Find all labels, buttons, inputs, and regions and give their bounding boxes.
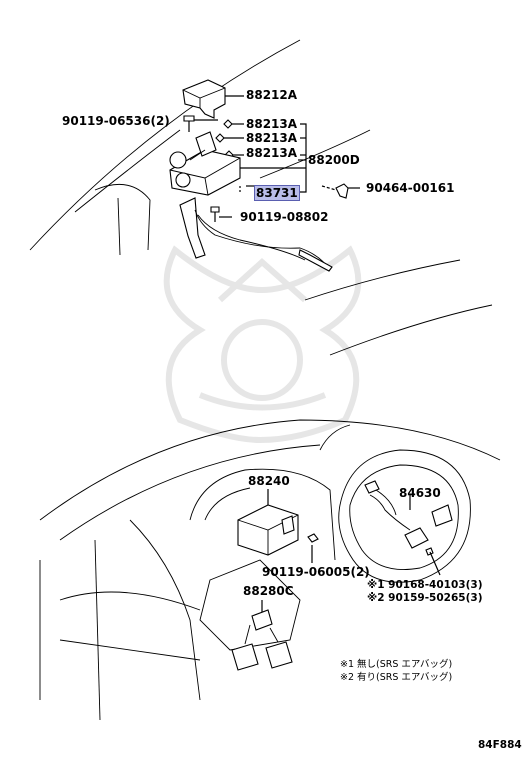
screw-90119-06005: [307, 533, 319, 563]
label-90119-06005: 90119-06005(2): [262, 565, 370, 579]
label-90159-50265: ※2 90159-50265(3): [367, 592, 483, 604]
label-88200d: 88200D: [308, 153, 360, 167]
cruise-switch-84630: [364, 480, 453, 576]
leader-lines-upper: [194, 95, 360, 218]
label-88213a-2: 88213A: [246, 131, 298, 145]
label-88213a-3: 88213A: [246, 146, 298, 160]
cruise-actuator-88200d: [169, 131, 241, 196]
diagram-code: 84F884: [478, 739, 522, 751]
highlighted-part-83731[interactable]: 83731: [254, 185, 300, 201]
label-90119-08802: 90119-08802: [240, 210, 329, 224]
label-90119-06536: 90119-06536(2): [62, 114, 170, 128]
label-88280c: 88280C: [243, 584, 294, 598]
stop-switch-88280c: [231, 600, 293, 671]
upper-body-lines: [29, 39, 493, 356]
note-2: ※2 有り(SRS エアバッグ): [340, 672, 453, 683]
label-83731[interactable]: 83731: [254, 185, 300, 201]
dashboard-lower: [39, 419, 501, 721]
label-90168-40103: ※1 90168-40103(3): [367, 579, 483, 591]
label-88212a: 88212A: [246, 88, 298, 102]
label-88213a-1: 88213A: [246, 117, 298, 131]
relay-cover-88212a: [182, 79, 226, 119]
label-90464-00161: 90464-00161: [366, 181, 455, 195]
watermark-emblem: [163, 245, 362, 444]
bracket-and-cable: [179, 197, 333, 272]
label-88240: 88240: [248, 474, 290, 488]
label-84630: 84630: [399, 486, 441, 500]
note-1: ※1 無し(SRS エアバッグ): [340, 659, 453, 670]
cruise-computer-88240: [237, 489, 299, 556]
